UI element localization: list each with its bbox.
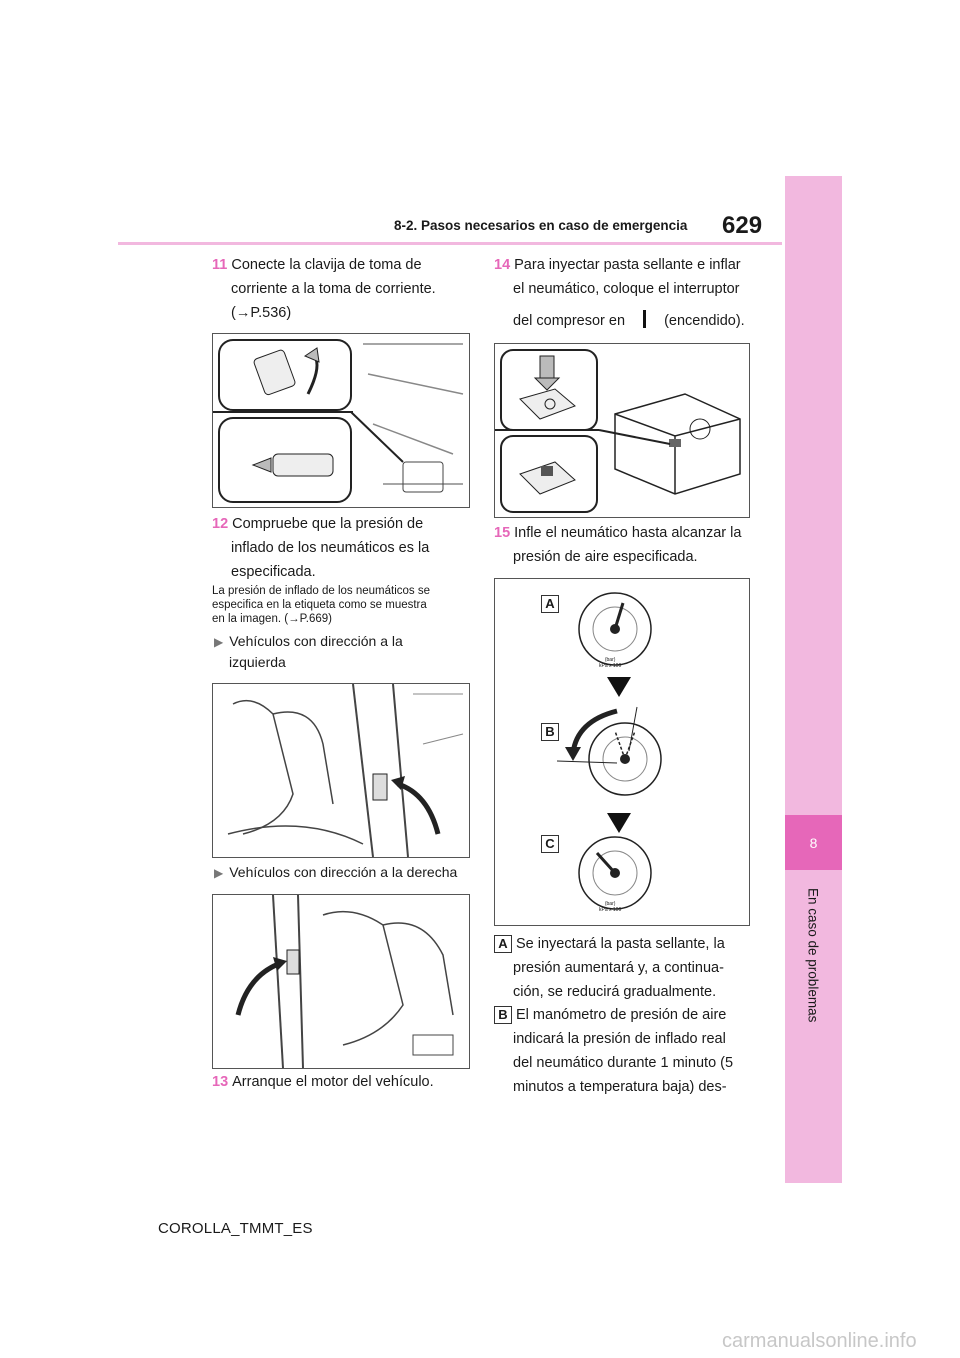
note-text: La presión de inflado de los neumáticos … bbox=[212, 585, 431, 597]
down-arrow-icon bbox=[607, 677, 631, 697]
step-text: Arranque el motor del vehículo. bbox=[232, 1074, 434, 1090]
step-text: Infle el neumático hasta alcanzar la bbox=[514, 525, 742, 541]
gauge-a-icon bbox=[578, 592, 652, 666]
step-text: Compruebe que la presión de bbox=[232, 516, 424, 532]
rhd-door-label-illustration bbox=[212, 894, 470, 1069]
chapter-number: 8 bbox=[785, 815, 842, 870]
lhd-door-label-illustration bbox=[212, 683, 470, 858]
bullet-right-hand-drive: ▶ Vehículos con dirección a la derecha bbox=[214, 862, 474, 883]
bullet-left-hand-drive: ▶ Vehículos con dirección a la izquierda bbox=[214, 631, 474, 672]
note-text: minutos a temperatura baja) des- bbox=[513, 1079, 727, 1095]
note-text: en la imagen. (→P.669) bbox=[212, 613, 332, 625]
note-text: del neumático durante 1 minuto (5 bbox=[513, 1055, 734, 1071]
step-number: 12 bbox=[212, 516, 229, 532]
header-divider bbox=[118, 242, 782, 245]
bullet-text: Vehículos con dirección a la derecha bbox=[229, 864, 458, 880]
page-number: 629 bbox=[722, 212, 763, 239]
step-text: inflado de los neumáticos es la bbox=[231, 540, 430, 556]
step-number: 15 bbox=[494, 525, 511, 541]
note-text: El manómetro de presión de aire bbox=[516, 1007, 727, 1023]
chapter-title: En caso de problemas bbox=[805, 888, 821, 1023]
step-text: Para inyectar pasta sellante e inflar bbox=[514, 257, 741, 273]
label-c: C bbox=[541, 835, 559, 853]
step-text: el neumático, coloque el interruptor bbox=[513, 281, 740, 297]
note-text: Se inyectará la pasta sellante, la bbox=[516, 936, 725, 952]
step-text: corriente a la toma de corriente. bbox=[231, 281, 436, 297]
label-a: A bbox=[541, 595, 559, 613]
step-text: especificada. bbox=[231, 564, 316, 580]
gauge-b-icon bbox=[557, 706, 662, 796]
bullet-text: Vehículos con dirección a la bbox=[229, 633, 403, 649]
note-text: presión aumentará y, a continua- bbox=[513, 960, 724, 976]
step-number: 14 bbox=[494, 257, 511, 273]
section-title: 8-2. Pasos necesarios en caso de emergen… bbox=[394, 218, 688, 233]
power-on-symbol-icon bbox=[643, 310, 647, 328]
gauge-c-icon bbox=[578, 836, 652, 910]
step-text: Conecte la clavija de toma de bbox=[231, 257, 422, 273]
watermark: carmanualsonline.info bbox=[722, 1330, 917, 1352]
triangle-bullet-icon: ▶ bbox=[214, 866, 224, 880]
label-b: B bbox=[541, 723, 559, 741]
step-text: (encendido). bbox=[664, 313, 745, 329]
label-b: B bbox=[494, 1006, 512, 1024]
note-text: especifica en la etiqueta como se muestr… bbox=[212, 599, 427, 611]
note-text: indicará la presión de inflado real bbox=[513, 1031, 726, 1047]
power-outlet-illustration bbox=[212, 333, 470, 508]
note-text: ción, se reducirá gradualmente. bbox=[513, 984, 717, 1000]
step-text: presión de aire especificada. bbox=[513, 549, 698, 565]
step-number: 13 bbox=[212, 1074, 229, 1090]
tire-pressure-note: La presión de inflado de los neumáticos … bbox=[212, 584, 477, 626]
pressure-gauge-sequence-illustration: A B C (bar)kPa x 100 (bar)kPa x 100 bbox=[494, 578, 750, 926]
down-arrow-icon bbox=[607, 813, 631, 833]
step-number: 11 bbox=[212, 257, 228, 273]
chapter-side-tab bbox=[785, 176, 842, 1183]
document-code: COROLLA_TMMT_ES bbox=[158, 1220, 313, 1237]
bullet-text: izquierda bbox=[229, 654, 286, 670]
page-reference-link[interactable]: (→P.536) bbox=[231, 305, 292, 321]
label-a: A bbox=[494, 935, 512, 953]
step-text: del compresor en bbox=[513, 313, 626, 329]
triangle-bullet-icon: ▶ bbox=[214, 635, 224, 649]
compressor-switch-illustration bbox=[494, 343, 750, 518]
gauge-a-unit: (bar)kPa x 100 bbox=[599, 657, 622, 669]
gauge-c-unit: (bar)kPa x 100 bbox=[599, 901, 622, 913]
